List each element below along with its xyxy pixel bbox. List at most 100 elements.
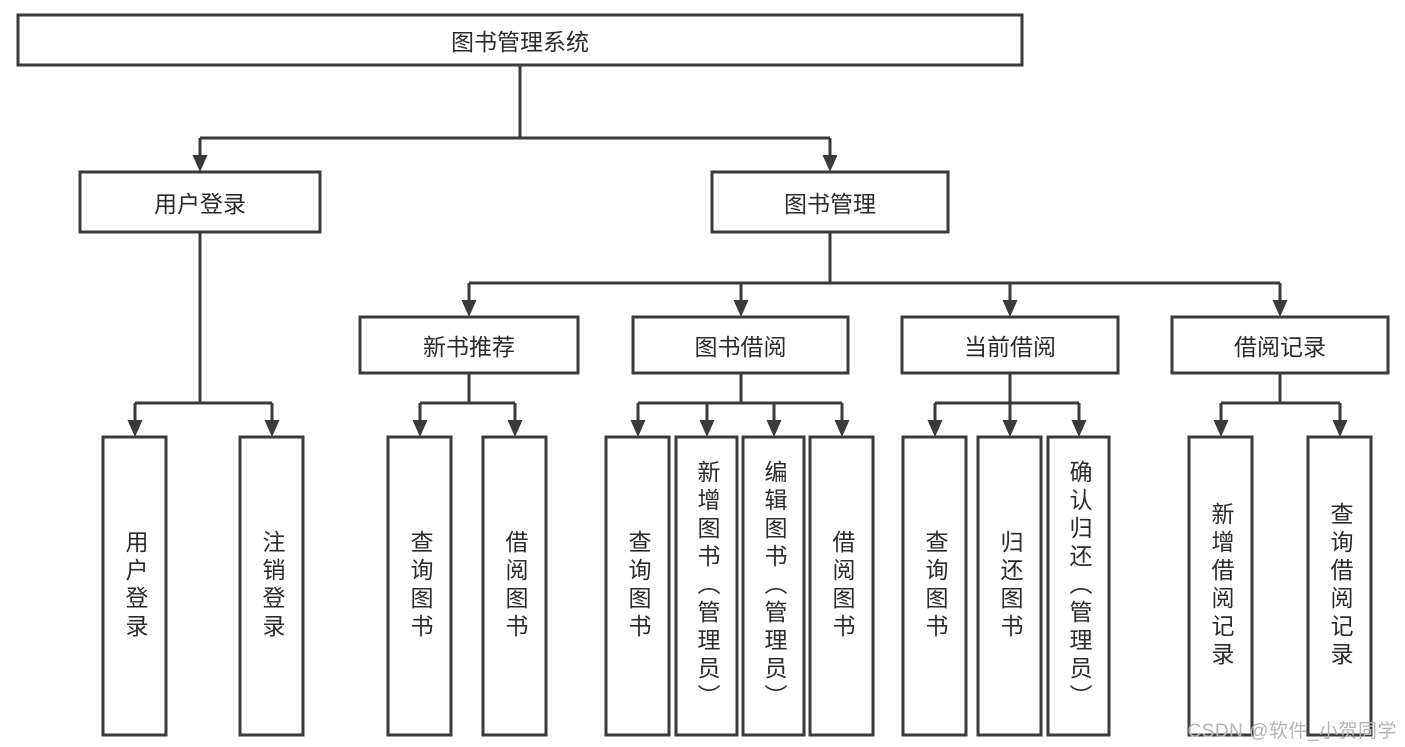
node-label: 借阅图书 (829, 530, 855, 642)
connector-layer (127, 65, 1348, 437)
node-label: 借阅记录 (1234, 334, 1326, 360)
node-box (386, 435, 453, 737)
node-label: 编辑图书（管理员） (761, 460, 787, 712)
arrow-head-icon (264, 420, 280, 437)
node-label-holder: 借阅图书 (502, 530, 528, 642)
node-layer: 图书管理系统用户登录图书管理新书推荐图书借阅当前借阅借阅记录用户登录注销登录查询… (16, 13, 1390, 737)
node-box (900, 315, 1120, 375)
node-box (16, 13, 1024, 67)
arrow-head-icon (927, 420, 943, 437)
node-box (674, 435, 739, 737)
node-n-new-rec[interactable]: 新书推荐 (358, 315, 580, 375)
node-label: 新书推荐 (423, 334, 515, 360)
node-l-query-book-2[interactable]: 查询图书 (604, 435, 671, 737)
node-label-holder: 归还图书 (979, 438, 1040, 734)
node-l-return-book[interactable]: 归还图书 (976, 435, 1043, 737)
node-label: 查询图书 (407, 530, 433, 642)
node-label-wrap: 编辑图书（管理员） (744, 438, 803, 734)
node-label-holder: 图书借阅 (634, 318, 847, 372)
node-label: 确认归还（管理员） (1066, 460, 1092, 712)
node-label: 用户登录 (154, 191, 246, 217)
node-n-current[interactable]: 当前借阅 (900, 315, 1120, 375)
node-box (1046, 435, 1111, 737)
arrow-head-icon (1332, 420, 1348, 437)
node-label-holder: 查询图书 (607, 438, 668, 734)
node-label-holder: 借阅记录 (1173, 318, 1387, 372)
node-label: 用户登录 (122, 530, 148, 642)
node-label-wrap: 新增图书（管理员） (677, 438, 736, 734)
node-label-holder: 查询借阅记录 (1309, 438, 1370, 734)
node-l-query-book-1[interactable]: 查询图书 (386, 435, 453, 737)
node-label-holder: 编辑图书（管理员） (744, 438, 803, 734)
edge-group-root (192, 65, 838, 172)
edge-group-n-user-login (127, 232, 280, 437)
node-l-query-book-3[interactable]: 查询图书 (901, 435, 968, 737)
arrow-head-icon (1272, 300, 1288, 317)
node-box (976, 435, 1043, 737)
arrow-head-icon (1071, 420, 1087, 437)
node-label: 查询图书 (922, 530, 948, 642)
node-box (808, 435, 875, 737)
node-l-user-logout[interactable]: 注销登录 (238, 435, 305, 737)
edge-group-n-records (1213, 373, 1348, 437)
node-box (604, 435, 671, 737)
node-box (481, 435, 548, 737)
node-label-holder: 图书管理 (784, 191, 876, 217)
node-label-wrap: 注销登录 (241, 438, 302, 734)
node-box (631, 315, 850, 375)
node-l-add-record[interactable]: 新增借阅记录 (1187, 435, 1254, 737)
node-label-wrap: 查询图书 (607, 438, 668, 734)
arrow-head-icon (1002, 420, 1018, 437)
node-label-wrap: 查询图书 (904, 438, 965, 734)
node-label-holder: 新增图书（管理员） (677, 438, 736, 734)
node-label: 图书管理系统 (451, 29, 589, 55)
node-l-query-record[interactable]: 查询借阅记录 (1306, 435, 1373, 737)
arrow-head-icon (733, 300, 749, 317)
node-n-records[interactable]: 借阅记录 (1170, 315, 1390, 375)
node-l-edit-book[interactable]: 编辑图书（管理员） (741, 435, 806, 737)
node-l-add-book[interactable]: 新增图书（管理员） (674, 435, 739, 737)
arrow-head-icon (630, 420, 646, 437)
node-label-wrap: 借阅记录 (1173, 318, 1387, 372)
node-l-confirm-return[interactable]: 确认归还（管理员） (1046, 435, 1111, 737)
node-l-borrow-book-1[interactable]: 借阅图书 (481, 435, 548, 737)
edge-group-n-current (927, 373, 1087, 437)
node-l-user-login[interactable]: 用户登录 (101, 435, 168, 737)
node-label-holder: 确认归还（管理员） (1066, 460, 1092, 712)
node-label-wrap: 归还图书 (979, 438, 1040, 734)
arrow-head-icon (192, 155, 208, 172)
node-label-wrap: 新书推荐 (361, 318, 577, 372)
node-label-wrap: 新增借阅记录 (1190, 438, 1251, 734)
node-n-borrow[interactable]: 图书借阅 (631, 315, 850, 375)
node-label-holder: 用户登录 (81, 173, 319, 231)
node-label-wrap: 查询图书 (389, 438, 450, 734)
edge-group-n-book-mgmt (461, 232, 1288, 317)
node-label-wrap: 用户登录 (81, 173, 319, 231)
node-label-holder: 查询图书 (904, 438, 965, 734)
node-n-book-mgmt[interactable]: 图书管理 (710, 170, 950, 234)
arrow-head-icon (507, 420, 523, 437)
node-l-borrow-book-2[interactable]: 借阅图书 (808, 435, 875, 737)
arrow-head-icon (127, 420, 143, 437)
node-label-holder: 当前借阅 (903, 318, 1117, 372)
node-label: 查询借阅记录 (1327, 502, 1353, 670)
node-label-holder: 借阅图书 (811, 438, 872, 734)
node-label: 查询图书 (625, 530, 651, 642)
node-label-wrap: 用户登录 (104, 438, 165, 734)
node-box (741, 435, 806, 737)
node-label-wrap: 当前借阅 (903, 318, 1117, 372)
node-label: 归还图书 (997, 530, 1023, 642)
node-label: 新增图书（管理员） (694, 460, 720, 712)
node-label-wrap: 查询借阅记录 (1309, 438, 1370, 734)
node-root[interactable]: 图书管理系统 (16, 13, 1024, 67)
node-label-wrap: 借阅图书 (811, 438, 872, 734)
arrow-head-icon (834, 420, 850, 437)
node-label: 注销登录 (259, 530, 285, 642)
node-label-wrap: 图书借阅 (634, 318, 847, 372)
arrow-head-icon (766, 420, 782, 437)
node-box (358, 315, 580, 375)
node-n-user-login[interactable]: 用户登录 (78, 170, 322, 234)
arrow-head-icon (412, 420, 428, 437)
